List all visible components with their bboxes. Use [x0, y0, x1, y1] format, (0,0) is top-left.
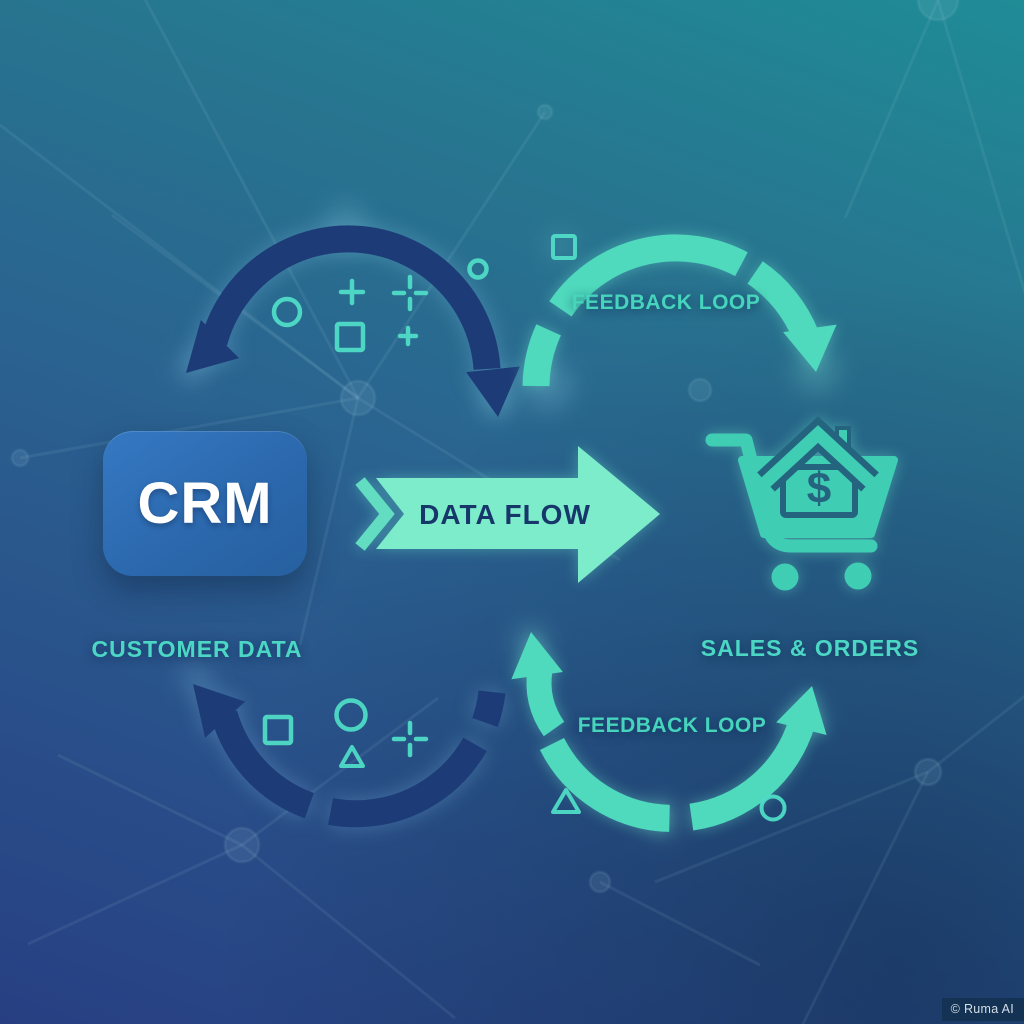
- house-dollar-icon: $: [757, 416, 879, 518]
- circle-outline-icon: [759, 794, 787, 822]
- circle-outline-icon: [334, 698, 368, 732]
- dollar-sign: $: [807, 464, 831, 513]
- triangle-outline-icon: [551, 788, 581, 814]
- crm-label: CRM: [137, 471, 273, 536]
- cart-wheel: [844, 562, 872, 590]
- circle-outline-icon: [271, 296, 303, 328]
- plus-icon: [397, 325, 419, 347]
- crosshair-icon: [391, 274, 429, 312]
- square-outline-icon: [262, 714, 294, 746]
- cart-wheel: [771, 563, 799, 591]
- plus-icon: [338, 278, 366, 306]
- watermark: © Ruma AI: [941, 998, 1024, 1021]
- feedback-arc-top-icon: [522, 234, 837, 387]
- triangle-outline-icon: [339, 745, 365, 768]
- navy-cycle-arc-top-icon: [186, 225, 520, 417]
- square-outline-icon: [334, 321, 366, 353]
- customer-data-label: CUSTOMER DATA: [91, 636, 303, 662]
- feedback-loop-top-label: FEEDBACK LOOP: [571, 291, 761, 314]
- crm-box: CRM: [103, 431, 307, 576]
- crosshair-icon: [391, 720, 429, 758]
- feedback-loop-bottom-label: FEEDBACK LOOP: [577, 714, 767, 737]
- feedback-arc-bottom-icon: [511, 632, 827, 832]
- data-flow-arrow-icon: [355, 446, 660, 583]
- square-outline-icon: [551, 234, 577, 260]
- circle-outline-icon: [467, 258, 489, 280]
- decor-shapes: [262, 234, 787, 822]
- sales-orders-label: SALES & ORDERS: [700, 635, 920, 661]
- data-flow-label: DATA FLOW: [419, 499, 591, 530]
- navy-cycle-arc-bottom-icon: [193, 684, 506, 828]
- cart-icon: $: [705, 416, 898, 591]
